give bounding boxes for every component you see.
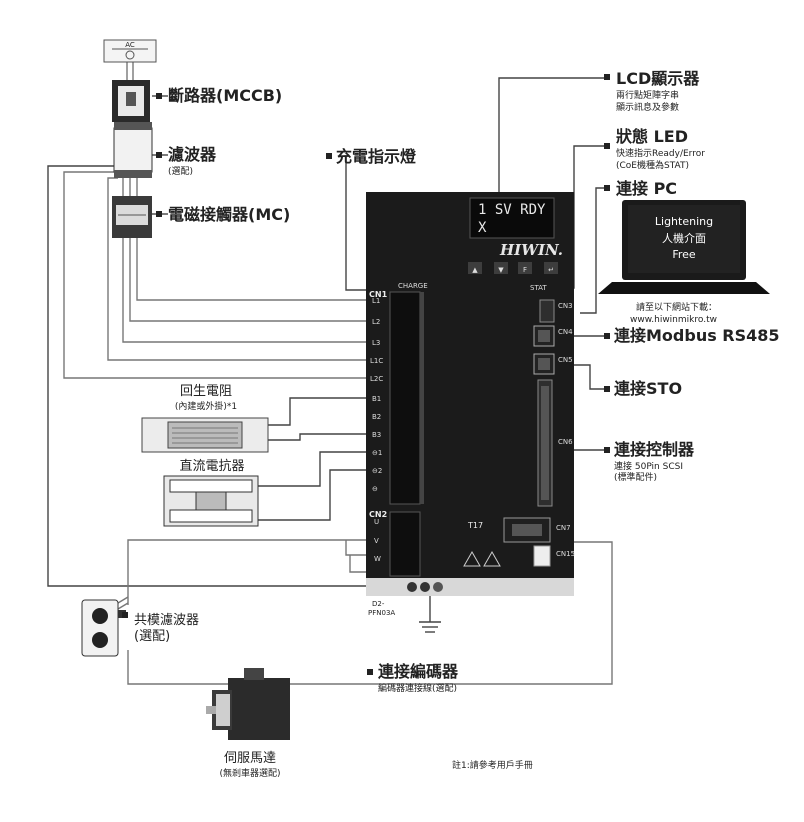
ac-source: AC [103,39,157,63]
cn6-label: CN6 [558,438,573,446]
cm-filter-sub: (選配) [134,629,170,644]
cn3-label: CN3 [558,302,573,310]
terminal-label: L1 [372,297,380,305]
stat-text: STAT [530,284,547,292]
servo-drive [366,192,574,596]
terminal-label: B1 [372,395,381,403]
terminal-label: L1C [370,357,383,365]
lcd-sub1: 兩行點矩陣字串 [616,89,679,101]
modbus-label: 連接Modbus RS485 [614,326,780,345]
lcd-label: LCD顯示器 [616,69,700,88]
mccb-device [112,80,150,122]
controller-sub1: 連接 50Pin SCSI [614,460,683,472]
cn5-label: CN5 [558,356,573,364]
cm-filter-label: 共模濾波器 [134,613,199,628]
mc-label: 電磁接觸器(MC) [168,205,290,224]
regen-sub: (內建或外掛)*1 [175,400,237,412]
pc-download1: 請至以下網站下載： [636,301,717,313]
terminal-label: B3 [372,431,381,439]
encoder-label: 連接編碼器 [378,662,459,681]
controller-sub2: (標準配件) [614,471,657,483]
cn1-label: CN1 [369,290,388,299]
charge-text: CHARGE [398,282,428,290]
filter-sub: (選配) [168,166,193,177]
terminal-label: L2C [370,375,383,383]
button-function[interactable]: F [523,266,527,274]
sto-label: 連接STO [614,379,682,398]
terminal-label: ⊖1 [372,449,382,457]
pc-label: 連接 PC [616,179,677,198]
note-text: 註1:請參考用戶手冊 [452,759,533,771]
terminal-label: U [374,518,379,526]
terminal-label: ⊖2 [372,467,382,475]
terminal-label: B2 [372,413,381,421]
button-down[interactable]: ▼ [498,266,504,274]
lcd-sub2: 顯示訊息及參數 [616,101,679,113]
status-led-sub2: (CoE機種為STAT) [616,159,689,171]
model-line2: PFN03A [368,609,395,617]
terminal-label: ⊖ [372,485,378,493]
model-line1: D2- [372,600,385,608]
lcd-line2: X [478,220,487,236]
servo-motor [206,668,290,740]
bullets [122,74,610,675]
ac-label: AC [125,41,135,49]
dc-reactor [163,475,259,527]
lcd-line1: 1 SV RDY [478,202,546,218]
cn4-label: CN4 [558,328,573,336]
charge-indicator-label: 充電指示燈 [336,147,417,166]
filter-label: 濾波器 [168,145,217,164]
dc-reactor-label: 直流電抗器 [179,459,244,474]
button-up[interactable]: ▲ [472,266,478,274]
cn15-label: CN15 [556,550,575,558]
t17-label: T17 [467,521,483,530]
status-led-label: 狀態 LED [616,127,688,146]
mccb-label: 斷路器(MCCB) [168,86,282,105]
terminal-label: L2 [372,318,380,326]
filter-device [113,122,153,178]
status-led-sub1: 快速指示Ready/Error [616,147,705,159]
cn7-label: CN7 [556,524,571,532]
terminal-label: V [374,537,379,545]
regen-label: 回生電阻 [180,384,232,399]
servo-label: 伺服馬達 [224,751,276,766]
pc-download2: www.hiwinmikro.tw [630,315,717,325]
servo-sub: (無剎車器選配) [219,767,280,779]
cn2-label: CN2 [369,510,387,519]
pc-screen-line1: Lightening [655,215,713,228]
controller-label: 連接控制器 [614,440,695,459]
brand-logo: HIWIN. [499,241,563,259]
button-enter[interactable]: ↵ [548,266,554,274]
regen-resistor [141,417,269,453]
pc-screen-line3: Free [672,248,696,261]
terminal-label: L3 [372,339,380,347]
mc-device [112,196,152,238]
terminal-label: W [374,555,381,563]
encoder-sub: 編碼器連接線(選配) [378,682,457,694]
pc-laptop [598,200,770,294]
pc-screen-line2: 人機介面 [662,231,706,245]
